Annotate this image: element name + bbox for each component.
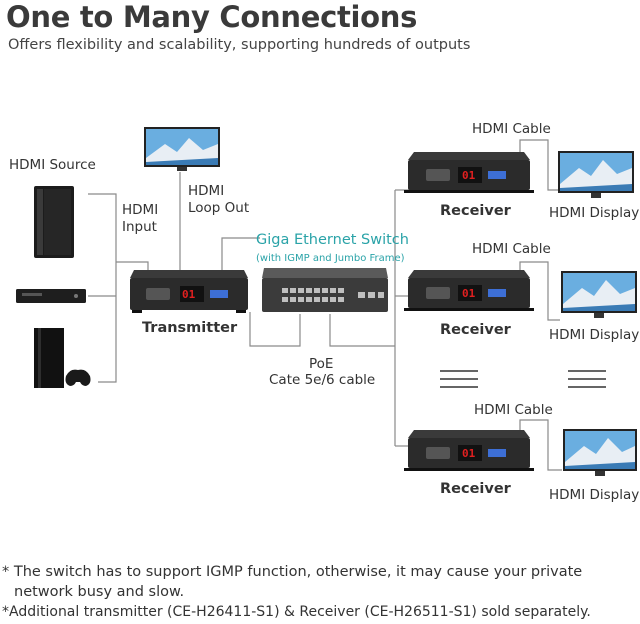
hdmi-input-label-line1: HDMI [122, 202, 159, 218]
game-console-icon [34, 328, 91, 388]
ethernet-switch-icon [262, 268, 388, 312]
receiver-led-display-3: 01 [462, 447, 476, 460]
footnote-line-3: *Additional transmitter (CE-H26411-S1) &… [2, 604, 591, 620]
hdmi-display-icon-2 [561, 271, 637, 318]
receiver-label-2: Receiver [440, 322, 511, 338]
switch-title: Giga Ethernet Switch [256, 232, 409, 248]
transmitter-device-icon [130, 270, 248, 313]
hdmi-display-label-1: HDMI Display [549, 205, 640, 221]
receiver-led-display-1: 01 [462, 169, 476, 182]
receiver-led-display-2: 01 [462, 287, 476, 300]
transmitter-label: Transmitter [142, 320, 238, 336]
poe-label-line1: PoE [309, 356, 334, 372]
receiver-label-1: Receiver [440, 203, 511, 219]
receiver-device-icon-1 [404, 152, 534, 193]
loop-out-monitor-icon [144, 127, 220, 171]
footnote-line-2: network busy and slow. [14, 584, 185, 600]
hdmi-display-icon-1 [558, 151, 634, 198]
hdmi-input-label-line2: Input [122, 219, 157, 235]
receiver-device-icon-2 [404, 270, 534, 311]
hdmi-display-label-3: HDMI Display [549, 487, 640, 503]
hdmi-display-icon-3 [563, 429, 637, 476]
transmitter-led-display: 01 [182, 288, 196, 301]
pc-tower-icon [34, 186, 74, 258]
hdmi-cable-label-2: HDMI Cable [472, 241, 551, 257]
poe-label-line2: Cate 5e/6 cable [269, 372, 376, 388]
hdmi-cable-label-1: HDMI Cable [472, 121, 551, 137]
hdmi-cable-label-3: HDMI Cable [474, 402, 553, 418]
hdmi-display-label-2: HDMI Display [549, 327, 640, 343]
switch-subtitle: (with IGMP and Jumbo Frame) [256, 253, 405, 264]
footnote-line-1: * The switch has to support IGMP functio… [2, 564, 583, 580]
receiver-device-icon-3 [404, 430, 534, 471]
page-subtitle: Offers flexibility and scalability, supp… [8, 37, 471, 53]
bluray-player-icon [16, 289, 86, 303]
hdmi-source-label: HDMI Source [9, 157, 96, 173]
hdmi-loop-label-line1: HDMI [188, 183, 225, 199]
page-title: One to Many Connections [6, 0, 418, 34]
hdmi-loop-label-line2: Loop Out [188, 200, 250, 216]
receiver-label-3: Receiver [440, 481, 511, 497]
